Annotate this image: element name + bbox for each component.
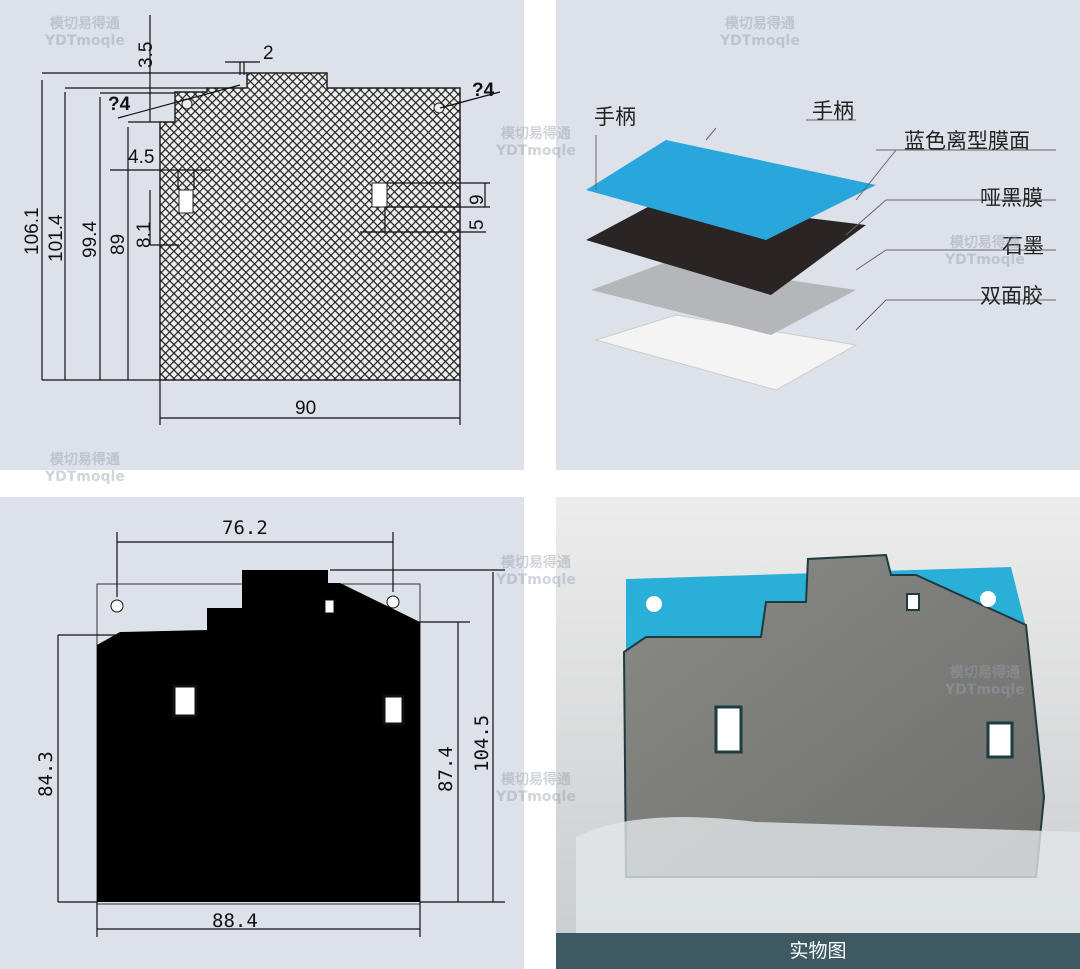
dim-2: 2 bbox=[263, 43, 274, 64]
dim-89: 89 bbox=[108, 234, 129, 255]
dim-9: 9 bbox=[467, 194, 488, 205]
label-handle-right: 手柄 bbox=[812, 99, 854, 123]
label-double-tape: 双面胶 bbox=[980, 284, 1043, 308]
part-outline bbox=[159, 72, 461, 381]
outline-drawing-panel: 76.2 84.3 87.4 104.5 88.4 bbox=[0, 497, 524, 969]
hole-right bbox=[433, 102, 445, 114]
dimension-lines bbox=[57, 532, 505, 937]
part-silhouette bbox=[97, 570, 420, 902]
product-photo-panel: 实物图 bbox=[556, 497, 1080, 969]
slot-left bbox=[714, 705, 743, 754]
photo-caption: 实物图 bbox=[556, 933, 1080, 969]
layer-double-tape bbox=[594, 314, 858, 391]
hole-left bbox=[646, 596, 662, 612]
dim-106-1: 106.1 bbox=[22, 207, 43, 255]
dim-76-2: 76.2 bbox=[222, 517, 268, 539]
black-part-drawing: 76.2 84.3 87.4 104.5 88.4 bbox=[35, 517, 505, 937]
layer-blue-release bbox=[586, 140, 876, 240]
dimension-drawing-panel: 3.5 2 ?4 ?4 4.5 8.1 9 5 106.1 101.4 99.4… bbox=[0, 0, 524, 470]
label-handle-left: 手柄 bbox=[594, 105, 636, 129]
dim-99-4: 99.4 bbox=[80, 221, 101, 258]
dim-104-5: 104.5 bbox=[471, 715, 493, 772]
product-photo bbox=[556, 497, 1080, 969]
dim-hole-right: ?4 bbox=[472, 80, 495, 101]
leader-lines bbox=[595, 119, 1056, 331]
slot-small bbox=[906, 593, 920, 611]
dim-4-5: 4.5 bbox=[128, 147, 154, 168]
slot-right bbox=[986, 721, 1014, 759]
slot-left bbox=[178, 189, 194, 214]
hole-right bbox=[386, 595, 400, 609]
dim-84-3: 84.3 bbox=[35, 751, 57, 797]
layer-stack-diagram: 手柄 手柄 蓝色离型膜面 哑黑膜 石墨 双面胶 bbox=[586, 99, 1056, 391]
label-graphite: 石墨 bbox=[1002, 234, 1044, 258]
dim-hole-left: ?4 bbox=[108, 94, 131, 115]
dim-3-5: 3.5 bbox=[136, 42, 157, 68]
slot-right bbox=[371, 182, 388, 208]
hatched-part-drawing: 3.5 2 ?4 ?4 4.5 8.1 9 5 106.1 101.4 99.4… bbox=[22, 15, 501, 425]
layer-stack-panel: 手柄 手柄 蓝色离型膜面 哑黑膜 石墨 双面胶 bbox=[556, 0, 1080, 470]
watermark-en: YDTmoqle bbox=[45, 469, 125, 485]
dim-87-4: 87.4 bbox=[435, 746, 457, 792]
dim-5: 5 bbox=[467, 219, 488, 230]
dim-101-4: 101.4 bbox=[46, 214, 67, 262]
label-matte-black: 哑黑膜 bbox=[980, 186, 1043, 210]
dim-8-1: 8.1 bbox=[134, 222, 155, 248]
hole-right bbox=[980, 591, 996, 607]
dim-88-4: 88.4 bbox=[212, 910, 258, 932]
transparent-film bbox=[576, 817, 1080, 933]
hole-left bbox=[110, 599, 124, 613]
dim-90: 90 bbox=[295, 398, 316, 419]
slot-right bbox=[382, 694, 405, 726]
slot-small bbox=[324, 599, 335, 614]
slot-left bbox=[172, 684, 198, 718]
dimension-lines bbox=[41, 15, 501, 425]
label-blue-release: 蓝色离型膜面 bbox=[904, 129, 1030, 153]
